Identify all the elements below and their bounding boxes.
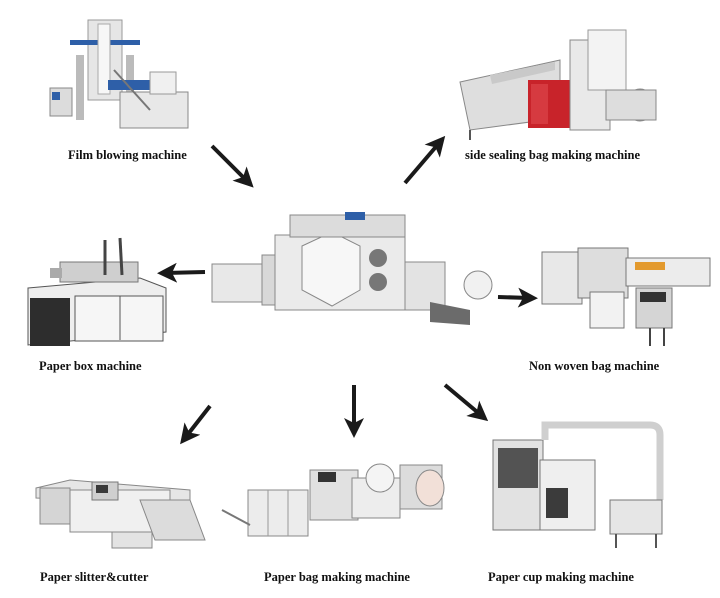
label-slitter-cutter: Paper slitter&cutter	[40, 570, 149, 584]
arrow-center-to-paper-box	[157, 262, 206, 283]
arrow-film-to-center	[210, 144, 254, 188]
label-paper-box: Paper box machine	[39, 359, 142, 373]
label-paper-bag: Paper bag making machine	[264, 570, 410, 584]
central-printing-machine-image	[211, 212, 493, 325]
label-film-blowing: Film blowing machine	[68, 148, 187, 162]
arrow-center-to-side-sealing	[403, 135, 446, 185]
label-paper-cup: Paper cup making machine	[488, 570, 634, 584]
film-blowing-machine-image	[49, 19, 189, 129]
arrows	[157, 135, 538, 445]
paper-slitter-cutter-image	[35, 479, 206, 549]
paper-box-machine-image	[27, 237, 167, 346]
label-non-woven: Non woven bag machine	[529, 359, 660, 373]
non-woven-machine-image	[541, 247, 711, 346]
label-side-sealing: side sealing bag making machine	[465, 148, 641, 162]
arrow-to-paper-cup	[443, 383, 489, 422]
paper-bag-machine-image	[221, 463, 445, 537]
side-sealing-machine-image	[459, 29, 657, 140]
arrow-center-to-non-woven	[497, 287, 538, 308]
paper-cup-machine-image	[492, 421, 664, 548]
arrow-to-slitter	[180, 404, 212, 445]
